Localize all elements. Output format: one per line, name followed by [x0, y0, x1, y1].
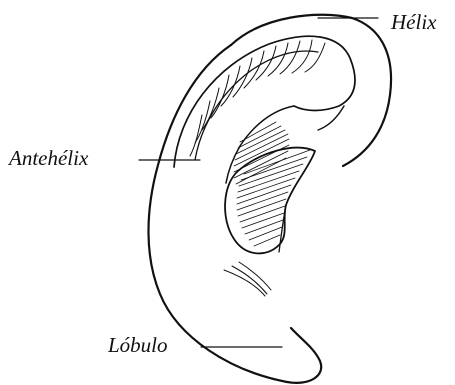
helix-label: Hélix [391, 12, 436, 33]
inner-helix-rim [174, 36, 355, 167]
outer-ear-outline [148, 45, 321, 383]
intertragic-notch-lines [224, 262, 271, 296]
antihelix-hatching [234, 122, 289, 184]
helix-outline [231, 15, 391, 166]
scapha-hatching [190, 40, 325, 156]
lobule-label: Lóbulo [108, 335, 168, 356]
antihelix-label: Antehélix [9, 148, 88, 169]
